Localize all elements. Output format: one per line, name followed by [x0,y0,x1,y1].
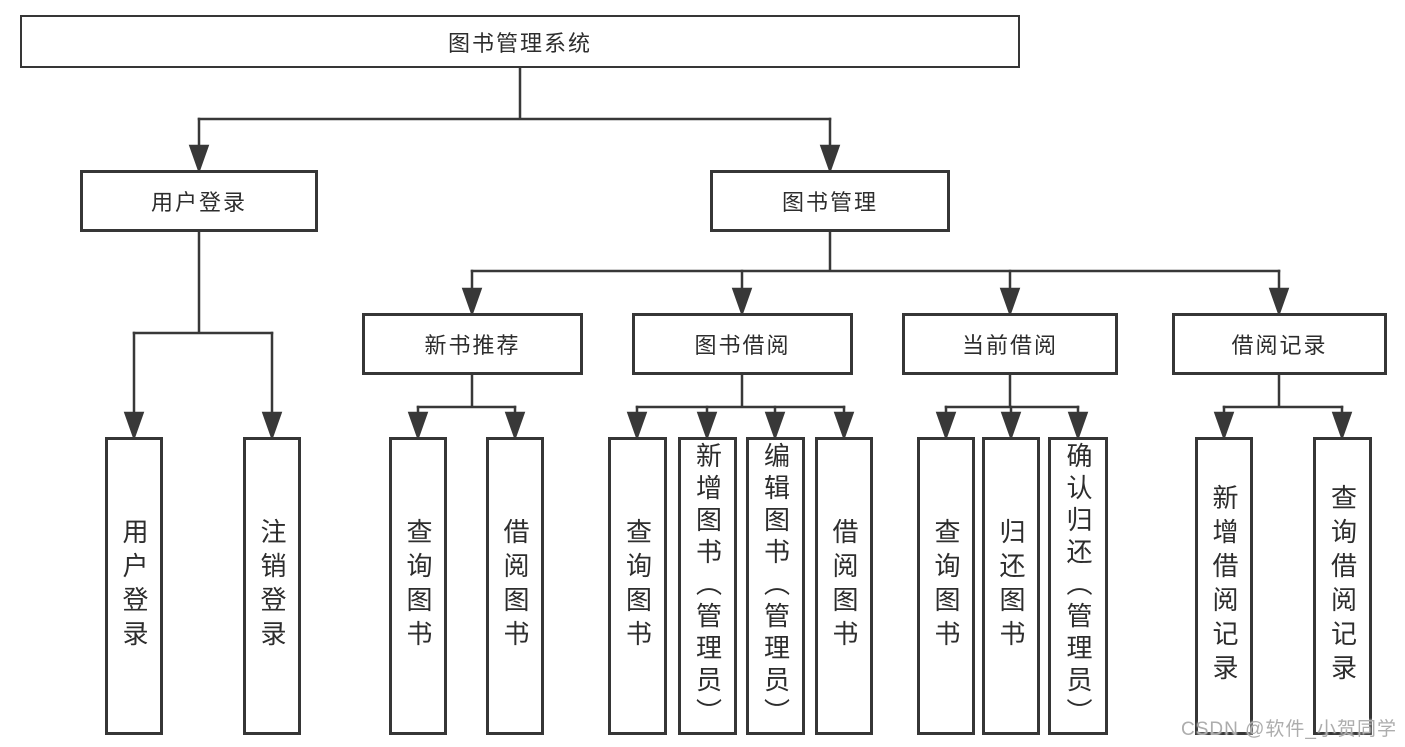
arrowhead [999,269,1021,317]
connector-line [416,373,517,409]
connector-line [944,373,1080,409]
node-user-login-label: 用户登录 [150,190,247,215]
leaf-logout: 注销登录 [243,437,301,735]
node-current-borrowing: 当前借阅 [902,313,1118,375]
node-borrowing-records-label: 借阅记录 [1231,333,1328,358]
leaf-current-confirm-return-admin-label: 确认归还（管理员） [1063,442,1093,730]
node-borrowing-records: 借阅记录 [1172,313,1387,375]
node-root-label: 图书管理系统 [447,30,592,56]
leaf-newbook-borrow-books-label: 借阅图书 [500,518,530,654]
node-book-management: 图书管理 [710,170,950,232]
arrowhead [833,405,855,441]
connector-management-to-level3 [461,230,1290,317]
node-new-book-recommendation-label: 新书推荐 [424,333,521,358]
leaf-borrowing-query-books-label: 查询图书 [622,518,653,654]
connector-line [197,66,832,121]
leaf-user-login: 用户登录 [105,437,163,735]
arrowhead [935,405,957,441]
connector-current-to-leaves [935,373,1089,441]
arrowhead [1268,269,1290,317]
arrowhead [696,405,718,441]
leaf-current-confirm-return-admin: 确认归还（管理员） [1048,437,1108,735]
arrowhead [626,405,648,441]
connector-line [470,230,1281,273]
node-root: 图书管理系统 [20,15,1020,68]
leaf-borrowing-add-books-admin-label: 新增图书（管理员） [692,442,723,730]
leaf-records-query-record-label: 查询借阅记录 [1327,484,1358,688]
arrowhead [731,269,753,317]
arrowhead [819,117,841,174]
connector-line [1222,373,1344,409]
arrowhead [261,331,283,441]
connector-line [132,230,274,335]
arrowhead [764,405,786,441]
leaf-borrowing-borrow-books-label: 借阅图书 [829,518,859,654]
leaf-newbook-borrow-books: 借阅图书 [486,437,544,735]
leaf-newbook-query-books-label: 查询图书 [403,518,433,654]
connector-records-to-leaves [1213,373,1353,441]
watermark: CSDN @软件_小贺同学 [1181,719,1397,740]
leaf-current-return-books-label: 归还图书 [996,518,1026,654]
connector-newbook-to-leaves [407,373,526,441]
arrowhead [407,405,429,441]
node-current-borrowing-label: 当前借阅 [961,333,1058,358]
leaf-borrowing-borrow-books: 借阅图书 [815,437,873,735]
connector-borrowing-to-leaves [626,373,855,441]
node-new-book-recommendation: 新书推荐 [362,313,583,375]
leaf-borrowing-add-books-admin: 新增图书（管理员） [678,437,737,735]
arrowhead [461,269,483,317]
leaf-current-query-books: 查询图书 [917,437,975,735]
connector-login-to-leaves [123,230,283,441]
leaf-current-query-books-label: 查询图书 [931,518,961,654]
leaf-user-login-label: 用户登录 [119,518,149,654]
leaf-newbook-query-books: 查询图书 [389,437,447,735]
arrowhead [1213,405,1235,441]
connector-root-to-level2 [188,66,841,174]
leaf-borrowing-edit-books-admin: 编辑图书（管理员） [746,437,805,735]
connector-line [635,373,846,409]
node-book-borrowing: 图书借阅 [632,313,853,375]
leaf-borrowing-edit-books-admin-label: 编辑图书（管理员） [760,442,791,730]
node-book-borrowing-label: 图书借阅 [694,333,791,358]
arrowhead [188,117,210,174]
arrowhead [504,405,526,441]
leaf-borrowing-query-books: 查询图书 [608,437,667,735]
leaf-logout-label: 注销登录 [257,518,287,654]
arrowhead [1000,405,1022,441]
node-book-management-label: 图书管理 [781,190,878,215]
node-user-login: 用户登录 [80,170,318,232]
arrowhead [1067,405,1089,441]
leaf-current-return-books: 归还图书 [982,437,1040,735]
leaf-records-query-record: 查询借阅记录 [1313,437,1372,735]
leaf-records-add-record-label: 新增借阅记录 [1209,484,1239,688]
leaf-records-add-record: 新增借阅记录 [1195,437,1253,735]
arrowhead [1331,405,1353,441]
arrowhead [123,331,145,441]
